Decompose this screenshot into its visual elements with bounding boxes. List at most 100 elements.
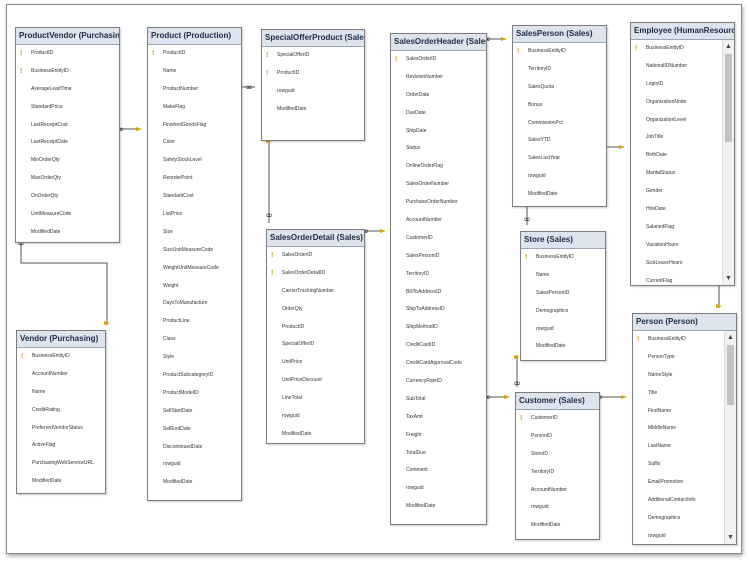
column-row[interactable]: PersonID — [516, 428, 599, 446]
column-row[interactable]: rowguid — [633, 528, 724, 546]
column-row[interactable]: Size — [148, 224, 241, 242]
column-row[interactable]: ModifiedDate — [267, 426, 364, 444]
column-row[interactable]: PurchasingWebServiceURL — [17, 455, 105, 473]
column-row[interactable]: UnitPrice — [267, 354, 364, 372]
column-row[interactable]: ModifiedDate — [17, 473, 105, 491]
column-row[interactable]: CustomerID — [391, 230, 486, 248]
column-row[interactable]: TerritoryID — [513, 61, 606, 79]
column-row[interactable]: NationalIDNumber — [631, 58, 722, 76]
scrollbar[interactable]: ▲ ▼ — [724, 331, 736, 544]
column-row[interactable]: UnitPriceDiscount — [267, 372, 364, 390]
chevron-up-icon[interactable]: ▲ — [725, 43, 732, 50]
chevron-up-icon[interactable]: ▲ — [727, 334, 734, 341]
column-row[interactable]: ShipMethodID — [391, 319, 486, 337]
table-title[interactable]: ProductVendor (Purchasing) — [16, 28, 119, 45]
column-row[interactable]: Name — [148, 63, 241, 81]
column-row[interactable]: SalesYTD — [513, 132, 606, 150]
column-row[interactable]: OrderDate — [391, 87, 486, 105]
column-row[interactable]: MinOrderQty — [16, 152, 119, 170]
column-row[interactable]: PreferredVendorStatus — [17, 420, 105, 438]
column-row[interactable]: SellEndDate — [148, 421, 241, 439]
column-row[interactable]: Freight — [391, 427, 486, 445]
column-row[interactable]: ProductLine — [148, 313, 241, 331]
column-row[interactable]: !ProductID — [262, 65, 364, 83]
column-row[interactable]: DueDate — [391, 105, 486, 123]
table-title[interactable]: SalesOrderHeader (Sales) — [391, 34, 486, 51]
column-row[interactable]: !BusinessEntityID — [17, 348, 105, 366]
column-row[interactable]: Status — [391, 140, 486, 158]
column-row[interactable]: SalesPersonID — [521, 285, 605, 303]
column-row[interactable]: WeightUnitMeasureCode — [148, 260, 241, 278]
column-row[interactable]: MaxOrderQty — [16, 170, 119, 188]
column-row[interactable]: SalesPersonID — [391, 248, 486, 266]
column-row[interactable]: !SalesOrderID — [267, 247, 364, 265]
column-row[interactable]: ModifiedDate — [16, 224, 119, 242]
table-title[interactable]: Person (Person) — [633, 314, 736, 331]
column-row[interactable]: rowguid — [513, 168, 606, 186]
column-row[interactable]: ProductModelID — [148, 385, 241, 403]
column-row[interactable]: ProductSubcategoryID — [148, 367, 241, 385]
column-row[interactable]: OrderQty — [267, 301, 364, 319]
column-row[interactable]: DaysToManufacture — [148, 295, 241, 313]
column-row[interactable]: EmailPromotion — [633, 474, 724, 492]
column-row[interactable]: !BusinessEntityID — [16, 63, 119, 81]
scrollbar[interactable]: ▲ ▼ — [722, 40, 734, 285]
table-title[interactable]: Employee (HumanResources) — [631, 23, 734, 40]
column-row[interactable]: AccountNumber — [391, 212, 486, 230]
column-row[interactable]: CurrencyRateID — [391, 373, 486, 391]
table-title[interactable]: Product (Production) — [148, 28, 241, 45]
table-title[interactable]: Vendor (Purchasing) — [17, 331, 105, 348]
column-row[interactable]: Title — [633, 385, 724, 403]
column-row[interactable]: SickLeaveHours — [631, 255, 722, 273]
column-row[interactable]: MakeFlag — [148, 99, 241, 117]
column-row[interactable]: CreditCardID — [391, 337, 486, 355]
column-row[interactable]: BirthDate — [631, 147, 722, 165]
column-row[interactable]: SubTotal — [391, 391, 486, 409]
column-row[interactable]: BillToAddressID — [391, 284, 486, 302]
table-title[interactable]: Store (Sales) — [521, 232, 605, 249]
column-row[interactable]: Demographics — [633, 510, 724, 528]
column-row[interactable]: ProductID — [267, 319, 364, 337]
column-row[interactable]: StandardPrice — [16, 99, 119, 117]
column-row[interactable]: FirstName — [633, 403, 724, 421]
column-row[interactable]: !SpecialOfferID — [262, 47, 364, 65]
column-row[interactable]: !BusinessEntityID — [521, 249, 605, 267]
table-title[interactable]: Customer (Sales) — [516, 393, 599, 410]
column-row[interactable]: !BusinessEntityID — [631, 40, 722, 58]
column-row[interactable]: OrganizationNode — [631, 94, 722, 112]
column-row[interactable]: ShipDate — [391, 123, 486, 141]
chevron-down-icon[interactable]: ▼ — [727, 534, 734, 541]
column-row[interactable]: rowguid — [148, 456, 241, 474]
column-row[interactable]: MaritalStatus — [631, 165, 722, 183]
chevron-down-icon[interactable]: ▼ — [725, 275, 732, 282]
column-row[interactable]: Name — [521, 267, 605, 285]
column-row[interactable]: PurchaseOrderNumber — [391, 194, 486, 212]
column-row[interactable]: LoginID — [631, 76, 722, 94]
column-row[interactable]: rowguid — [262, 83, 364, 101]
column-row[interactable]: ListPrice — [148, 206, 241, 224]
column-row[interactable]: Gender — [631, 183, 722, 201]
column-row[interactable]: AdditionalContactInfo — [633, 492, 724, 510]
column-row[interactable]: CarrierTrackingNumber — [267, 283, 364, 301]
column-row[interactable]: SalesLastYear — [513, 150, 606, 168]
column-row[interactable]: Name — [17, 384, 105, 402]
column-row[interactable]: LastReceiptDate — [16, 134, 119, 152]
column-row[interactable]: ModifiedDate — [391, 498, 486, 516]
column-row[interactable]: !BusinessEntityID — [513, 43, 606, 61]
column-row[interactable]: AccountNumber — [17, 366, 105, 384]
column-row[interactable]: SalesQuota — [513, 79, 606, 97]
table-title[interactable]: SpecialOfferProduct (Sales) — [262, 30, 364, 47]
column-row[interactable]: SalariedFlag — [631, 219, 722, 237]
scrollbar-thumb[interactable] — [725, 54, 732, 142]
table-specialofferproduct[interactable]: SpecialOfferProduct (Sales) !SpecialOffe… — [261, 29, 365, 141]
column-row[interactable]: LastReceiptCost — [16, 117, 119, 135]
column-row[interactable]: OnlineOrderFlag — [391, 158, 486, 176]
scrollbar-thumb[interactable] — [727, 345, 734, 405]
column-row[interactable]: SizeUnitMeasureCode — [148, 242, 241, 260]
column-row[interactable]: !CustomerID — [516, 410, 599, 428]
column-row[interactable]: SellStartDate — [148, 403, 241, 421]
